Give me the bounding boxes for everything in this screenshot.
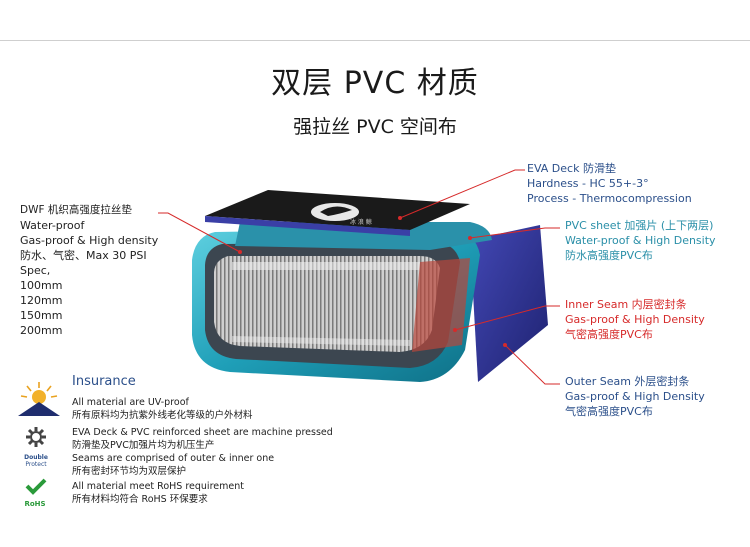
dwf-line: 150mm <box>20 309 63 322</box>
pvc-sheet-line: 防水高强度PVC布 <box>565 249 653 262</box>
dwf-line: 防水、气密、Max 30 PSI <box>20 249 147 262</box>
outer-seam-line: 气密高强度PVC布 <box>565 405 653 418</box>
rohs-text: RoHS <box>24 500 46 508</box>
dwf-line: 200mm <box>20 324 63 337</box>
outer-seam-heading: Outer Seam 外层密封条 <box>565 375 690 388</box>
drop-stitch-core <box>214 256 440 352</box>
double-protect-text: Protect <box>25 461 47 468</box>
outer-seam-label: Outer Seam 外层密封条 Gas-proof & High Densit… <box>565 374 705 419</box>
page-title: 双层 PVC 材质 <box>271 66 479 101</box>
outer-seam-line: Gas-proof & High Density <box>565 390 705 403</box>
insurance-item-en: EVA Deck & PVC reinforced sheet are mach… <box>72 427 333 438</box>
leader-pvc-sheet <box>469 227 560 239</box>
insurance-item-cn: 所有原料均为抗紫外线老化等级的户外材料 <box>72 410 253 421</box>
insurance-item-cn: 所有密封环节均为双层保护 <box>72 466 187 477</box>
dwf-line: 120mm <box>20 294 63 307</box>
pvc-sheet-heading: PVC sheet 加强片 (上下两层) <box>565 219 714 232</box>
inner-seam-line: Gas-proof & High Density <box>565 313 705 326</box>
leader-eva <box>399 169 525 219</box>
dwf-line: Spec, <box>20 264 51 277</box>
insurance-title: Insurance <box>72 374 136 389</box>
dwf-line: 100mm <box>20 279 63 292</box>
pvc-sheet-top <box>235 222 492 250</box>
rohs-icon: RoHS <box>18 478 52 508</box>
leader-outer-seam <box>504 344 560 385</box>
pvc-sheet-line: Water-proof & High Density <box>565 234 716 247</box>
page-subtitle: 强拉丝 PVC 空间布 <box>293 116 457 138</box>
leader-dwf <box>158 212 241 253</box>
leader-lines <box>158 169 560 385</box>
double-protect-text: Double <box>24 454 48 461</box>
dwf-line: Water-proof <box>20 219 85 232</box>
insurance-item-en: Seams are comprised of outer & inner one <box>72 453 275 464</box>
dwf-label: DWF 机织高强度拉丝垫 Water-proof Gas-proof & Hig… <box>20 203 158 338</box>
insurance-item-en: All material are UV-proof <box>72 397 189 408</box>
inner-seam-line: 气密高强度PVC布 <box>565 328 653 341</box>
eva-line: Process - Thermocompression <box>527 192 692 205</box>
dwf-heading: DWF 机织高强度拉丝垫 <box>20 204 132 216</box>
insurance-item-en: All material meet RoHS requirement <box>72 481 244 492</box>
inner-seam-heading: Inner Seam 内层密封条 <box>565 298 687 311</box>
uv-sun-icon <box>18 382 60 416</box>
eva-heading: EVA Deck 防滑垫 <box>527 162 616 175</box>
insurance-item: All material are UV-proof 所有原料均为抗紫外线老化等级… <box>72 396 253 422</box>
eva-label: EVA Deck 防滑垫 Hardness - HC 55+-3° Proces… <box>527 161 692 206</box>
pvc-sheet-label: PVC sheet 加强片 (上下两层) Water-proof & High … <box>565 218 716 263</box>
double-protect-icon: Double Protect <box>18 454 54 468</box>
top-divider <box>0 40 750 41</box>
gear-icon <box>26 427 46 447</box>
inner-seam-label: Inner Seam 内层密封条 Gas-proof & High Densit… <box>565 297 705 342</box>
checkmark-icon <box>25 478 47 495</box>
deck-logo-text: 冰 浪 鲸 <box>350 218 372 226</box>
inner-seam-strip <box>412 258 470 352</box>
insurance-item: EVA Deck & PVC reinforced sheet are mach… <box>72 426 333 452</box>
leader-inner-seam <box>454 305 560 331</box>
outer-seam-strip <box>470 225 548 382</box>
insurance-item: All material meet RoHS requirement 所有材料均… <box>72 480 244 506</box>
insurance-item: Seams are comprised of outer & inner one… <box>72 452 274 478</box>
insurance-item-cn: 所有材料均符合 RoHS 环保要求 <box>72 494 208 505</box>
insurance-item-cn: 防滑垫及PVC加强片均为机压生产 <box>72 440 215 451</box>
dwf-line: Gas-proof & High density <box>20 234 159 247</box>
eva-line: Hardness - HC 55+-3° <box>527 177 649 190</box>
